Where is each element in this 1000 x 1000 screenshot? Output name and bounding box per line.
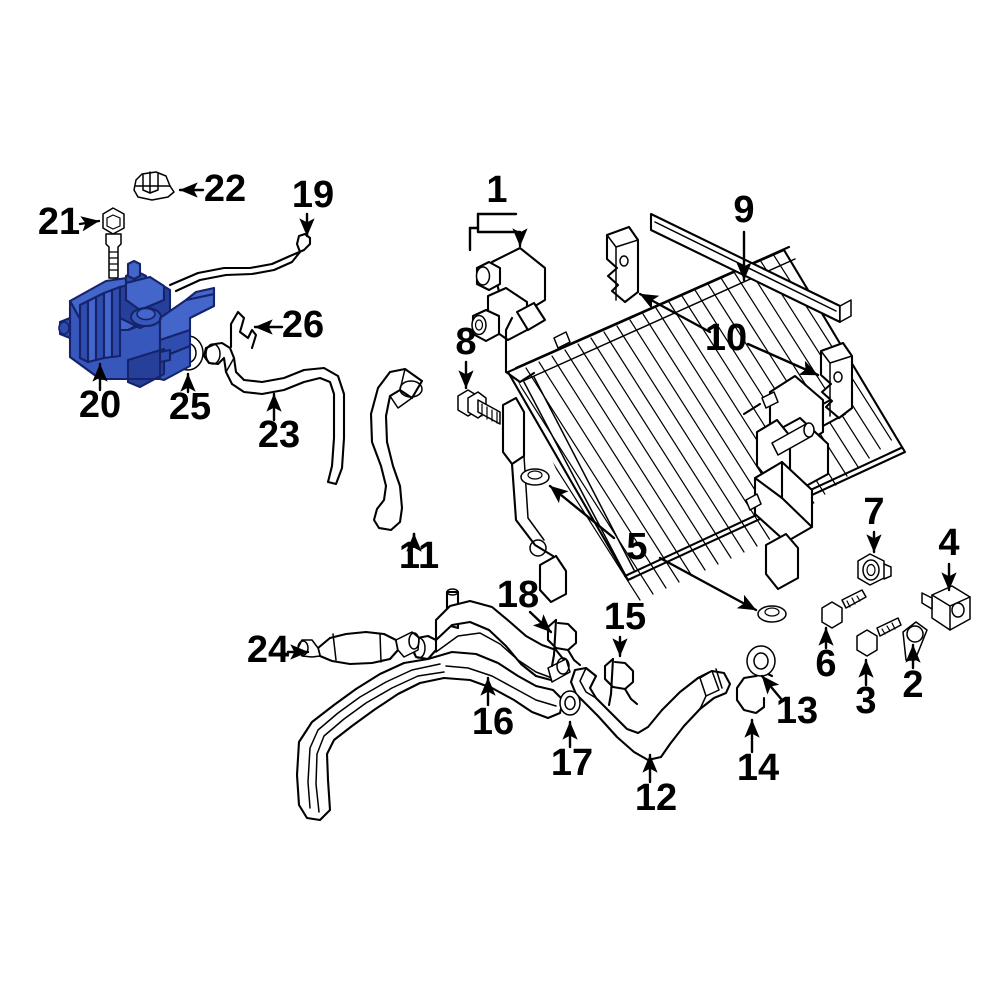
- callout-label-24: 24: [247, 629, 289, 671]
- heater-hose-assembly: [295, 588, 571, 822]
- callout-label-22: 22: [204, 168, 246, 210]
- heater-hose-end-connector: [547, 658, 571, 683]
- radiator-upper-bracket-right: [819, 341, 854, 420]
- callout-label-26: 26: [282, 304, 324, 346]
- callout-label-11: 11: [399, 535, 439, 577]
- bracket-hole-left: [619, 255, 629, 267]
- bypass-hose: [297, 630, 420, 666]
- radiator-lower-inlet-bore: [474, 319, 484, 331]
- bracket-eyelet: [902, 621, 928, 661]
- callout-label-21: 21: [38, 201, 80, 243]
- radiator-inlet-opening: [475, 266, 491, 286]
- callout-label-7: 7: [863, 491, 884, 533]
- retaining-clip-26: [229, 310, 258, 350]
- callout-leaders: [78, 182, 957, 784]
- tank-side-nub: [58, 321, 70, 335]
- callout-label-17: 17: [551, 742, 593, 784]
- tank-cap-boss-top: [136, 307, 156, 321]
- radiator-lower-mount-hole: [529, 539, 547, 557]
- radiator-left-side-frame: [501, 396, 526, 466]
- reservoir-mounting-bolt: [102, 207, 125, 279]
- callout-label-4: 4: [938, 522, 959, 564]
- callout-label-3: 3: [855, 680, 876, 722]
- radiator-assembly: [471, 245, 907, 604]
- upper-radiator-hose: [369, 367, 424, 532]
- callout-label-23: 23: [258, 414, 300, 456]
- callout-label-6: 6: [815, 643, 836, 685]
- callout-label-20: 20: [79, 384, 121, 426]
- sensor-connector: [921, 585, 971, 631]
- callout-label-10: 10: [705, 317, 747, 359]
- callout-label-5: 5: [626, 526, 647, 568]
- overflow-vent-tube: [168, 232, 312, 293]
- callout-label-16: 16: [472, 701, 514, 743]
- coolant-feed-hose: [202, 341, 346, 486]
- bolt-long: [821, 589, 867, 629]
- radiator-frame-lug-upper: [761, 391, 779, 409]
- callout-label-8: 8: [455, 321, 476, 363]
- callout-label-18: 18: [497, 574, 539, 616]
- flange-nut: [857, 553, 892, 586]
- radiator-lower-inlet-opening: [471, 314, 487, 336]
- bolt-short: [856, 617, 902, 657]
- callout-label-15: 15: [604, 596, 646, 638]
- radiator-lower-right-bracket: [764, 532, 800, 591]
- coolant-expansion-tank: [58, 259, 216, 389]
- radiator-top-tab: [553, 331, 571, 349]
- callout-label-1: 1: [486, 169, 507, 211]
- callout-label-12: 12: [635, 777, 677, 819]
- radiator-mounting-bolt: [457, 389, 501, 425]
- callout-label-14: 14: [737, 747, 779, 789]
- callout-label-19: 19: [292, 174, 334, 216]
- radiator-lower-left-bracket: [538, 554, 568, 604]
- radiator-frame-lug-lower: [745, 493, 762, 511]
- hose-clamp-14: [735, 670, 774, 715]
- callout-label-13: 13: [776, 690, 818, 732]
- callout-label-2: 2: [902, 664, 923, 706]
- heater-hose-lower-branch: [295, 650, 565, 822]
- bracket-hole-right: [833, 371, 843, 383]
- radiator-right-outlet-opening: [803, 422, 815, 438]
- callout-numbers: 1 2 3 4 5 6 7 8 9 10 11 12 13 14 15 16 1…: [38, 168, 960, 819]
- hose-grommet-13: [746, 645, 776, 677]
- callout-label-9: 9: [733, 189, 754, 231]
- reservoir-cap: [133, 171, 175, 201]
- radiator-left-frame-tab: [515, 301, 547, 332]
- radiator-upper-bracket-left: [605, 225, 640, 304]
- hose-clamp-15: [603, 657, 639, 707]
- radiator-mount-insulator-lower: [757, 605, 787, 623]
- radiator-mount-insulator-upper: [520, 468, 550, 486]
- lower-radiator-hose: [569, 666, 732, 762]
- hose-seal-ring-17: [559, 690, 581, 716]
- callout-label-25: 25: [169, 386, 211, 428]
